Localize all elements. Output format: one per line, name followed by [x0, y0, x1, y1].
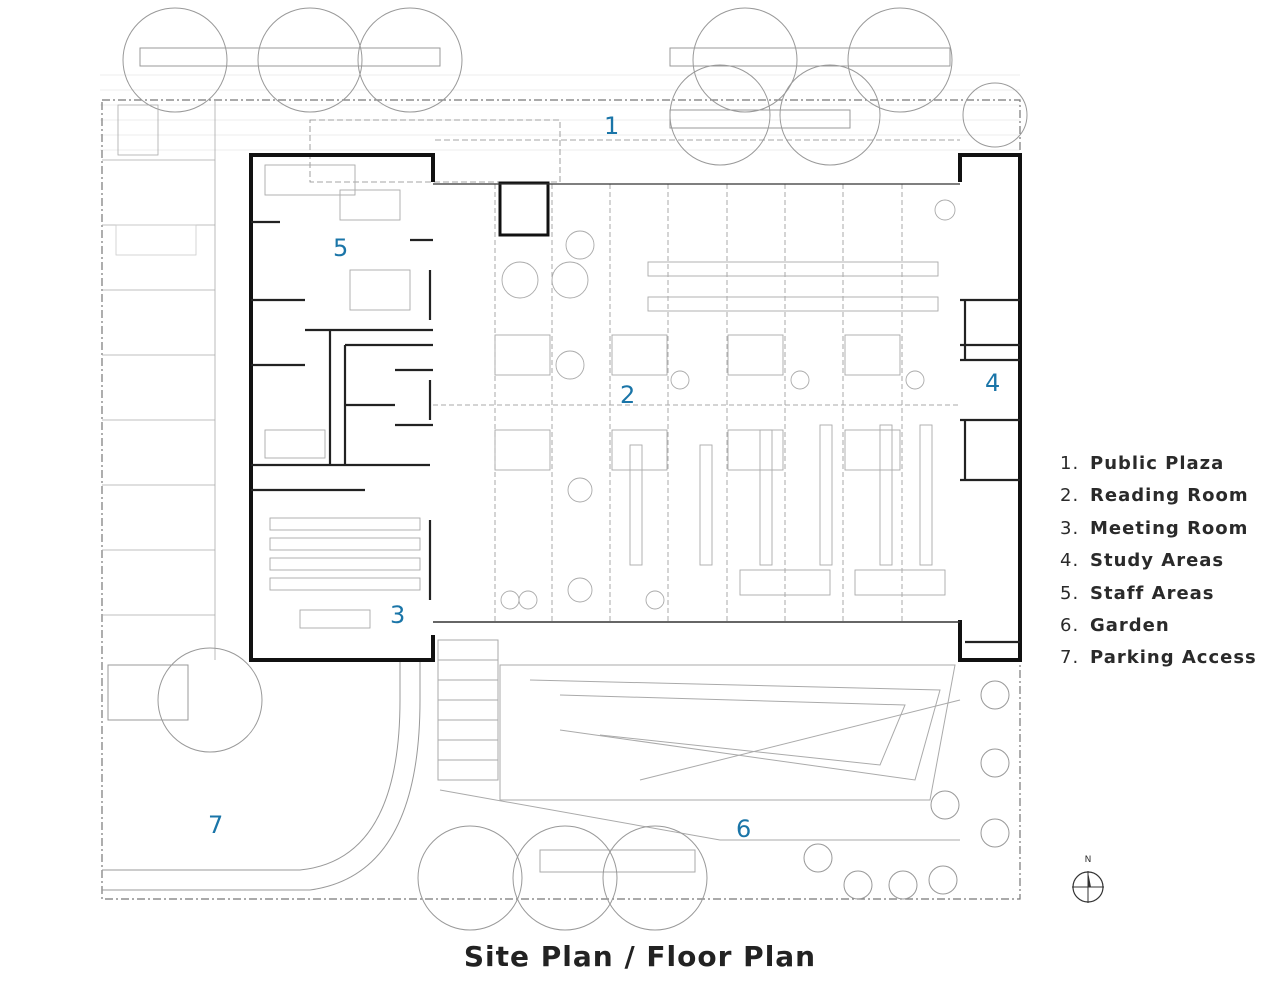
- zone-label-study-areas: 4: [985, 369, 1001, 397]
- legend-number: 2.: [1060, 485, 1080, 507]
- legend-item: 4. Study Areas: [1060, 547, 1257, 579]
- north-arrow-icon: [1072, 871, 1104, 903]
- zone-label-garden: 6: [736, 815, 752, 843]
- legend-item: 3. Meeting Room: [1060, 515, 1257, 547]
- page-title: Site Plan / Floor Plan: [463, 940, 817, 973]
- legend-text: Meeting Room: [1090, 517, 1249, 539]
- legend-text: Reading Room: [1090, 485, 1249, 507]
- legend-text: Parking Access: [1090, 647, 1257, 669]
- legend-item: 1. Public Plaza: [1060, 450, 1257, 482]
- plaza-paving-grid: [100, 74, 1020, 151]
- parking-drive: [102, 647, 421, 891]
- legend-item: 2. Reading Room: [1060, 482, 1257, 514]
- north-label: N: [1084, 855, 1092, 865]
- interior-walls: [251, 220, 1020, 644]
- building-walls: [249, 153, 1022, 662]
- legend-item: 6. Garden: [1060, 612, 1257, 644]
- reading-room-glazing: [433, 183, 960, 623]
- legend-text: Study Areas: [1090, 550, 1225, 572]
- zone-label-reading-room: 2: [620, 381, 636, 409]
- garden-trees: [417, 680, 1010, 931]
- parking-strip: [102, 100, 216, 660]
- garden-layout: [437, 639, 961, 873]
- north-arrow: N: [1070, 855, 1106, 905]
- reading-room-grid: [433, 183, 960, 623]
- zone-label-parking-access: 7: [208, 811, 224, 839]
- meeting-room-seating: [269, 517, 421, 629]
- legend-number: 3.: [1060, 517, 1080, 539]
- plan-legend: 1. Public Plaza 2. Reading Room 3. Meeting …: [1060, 450, 1257, 677]
- street-trees-north: [122, 7, 1028, 166]
- legend-text: Public Plaza: [1090, 453, 1225, 474]
- legend-item: 7. Parking Access: [1060, 644, 1257, 676]
- zone-label-public-plaza: 1: [604, 112, 620, 140]
- reading-room-furniture: [494, 199, 956, 610]
- zone-label-staff-areas: 5: [333, 234, 349, 262]
- zone-label-meeting-room: 3: [390, 601, 406, 629]
- legend-item: 5. Staff Areas: [1060, 580, 1257, 612]
- legend-text: Staff Areas: [1090, 582, 1215, 604]
- site-boundary: [101, 99, 1021, 900]
- legend-number: 4.: [1060, 550, 1080, 572]
- plaza-canopy: [309, 119, 960, 183]
- legend-number: 1.: [1060, 453, 1080, 474]
- legend-number: 7.: [1060, 647, 1080, 669]
- staff-furniture: [264, 164, 411, 459]
- legend-number: 5.: [1060, 582, 1080, 604]
- legend-number: 6.: [1060, 614, 1080, 636]
- legend-text: Garden: [1090, 614, 1170, 636]
